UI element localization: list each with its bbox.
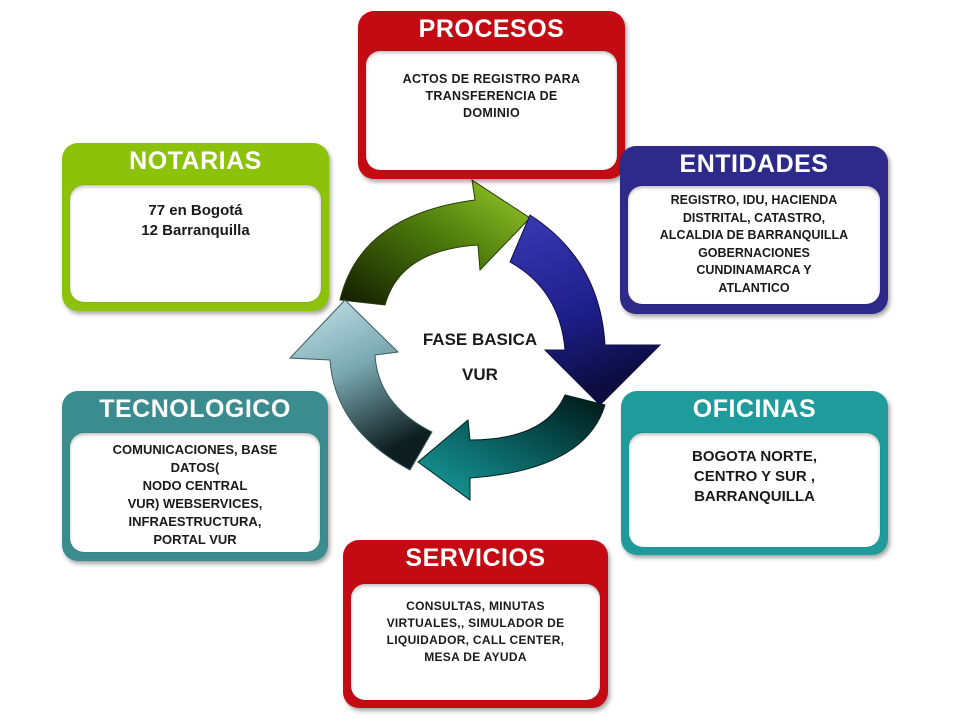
servicios-card: SERVICIOS CONSULTAS, MINUTAS VIRTUALES,,… bbox=[343, 540, 608, 708]
procesos-card: PROCESOS ACTOS DE REGISTRO PARA TRANSFER… bbox=[358, 11, 625, 179]
cycle-arrows bbox=[288, 178, 662, 501]
oficinas-panel: BOGOTA NORTE, CENTRO Y SUR , BARRANQUILL… bbox=[629, 433, 880, 547]
procesos-body: ACTOS DE REGISTRO PARA TRANSFERENCIA DE … bbox=[402, 72, 581, 120]
tecnologico-body: COMUNICACIONES, BASE DATOS( NODO CENTRAL… bbox=[112, 442, 278, 547]
servicios-body: CONSULTAS, MINUTAS VIRTUALES,, SIMULADOR… bbox=[386, 599, 565, 664]
center-line-2: VUR bbox=[462, 365, 498, 384]
tecnologico-card: TECNOLOGICO COMUNICACIONES, BASE DATOS( … bbox=[62, 391, 328, 561]
oficinas-title: OFICINAS bbox=[692, 395, 817, 423]
entidades-body: REGISTRO, IDU, HACIENDA DISTRITAL, CATAS… bbox=[659, 193, 849, 295]
notarias-title: NOTARIAS bbox=[129, 147, 262, 175]
oficinas-body: BOGOTA NORTE, CENTRO Y SUR , BARRANQUILL… bbox=[692, 448, 817, 505]
notarias-body: 77 en Bogotá 12 Barranquilla bbox=[141, 202, 250, 239]
tecnologico-panel: COMUNICACIONES, BASE DATOS( NODO CENTRAL… bbox=[70, 433, 320, 552]
arrow-light bbox=[288, 299, 433, 471]
arrow-teal bbox=[417, 394, 606, 501]
arrow-blue bbox=[509, 214, 662, 406]
notarias-panel: 77 en Bogotá 12 Barranquilla bbox=[70, 185, 321, 302]
oficinas-card: OFICINAS BOGOTA NORTE, CENTRO Y SUR , BA… bbox=[621, 391, 888, 555]
center-label: FASE BASICA VUR bbox=[380, 330, 580, 385]
servicios-panel: CONSULTAS, MINUTAS VIRTUALES,, SIMULADOR… bbox=[351, 584, 600, 700]
procesos-title: PROCESOS bbox=[418, 15, 565, 43]
entidades-panel: REGISTRO, IDU, HACIENDA DISTRITAL, CATAS… bbox=[628, 186, 880, 304]
entidades-title: ENTIDADES bbox=[679, 150, 829, 178]
procesos-panel: ACTOS DE REGISTRO PARA TRANSFERENCIA DE … bbox=[366, 51, 617, 170]
center-line-1: FASE BASICA bbox=[422, 330, 538, 349]
servicios-title: SERVICIOS bbox=[405, 544, 546, 572]
tecnologico-title: TECNOLOGICO bbox=[99, 395, 291, 423]
arrow-green bbox=[339, 178, 531, 306]
entidades-card: ENTIDADES REGISTRO, IDU, HACIENDA DISTRI… bbox=[620, 146, 888, 314]
notarias-card: NOTARIAS 77 en Bogotá 12 Barranquilla bbox=[62, 143, 329, 311]
